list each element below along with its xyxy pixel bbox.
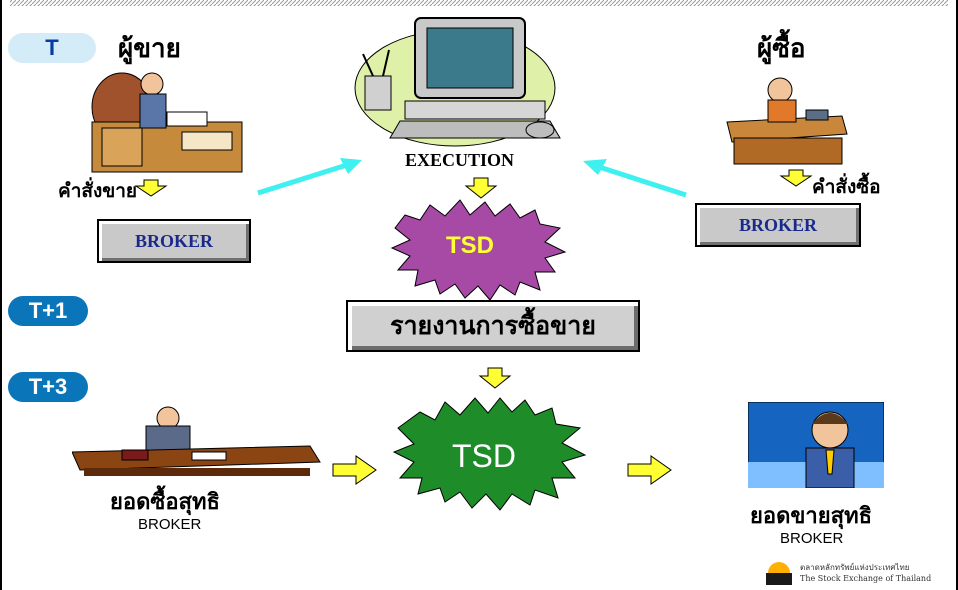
buyer-order-label: คำสั่งซื้อ <box>812 176 881 198</box>
seller-broker-box: BROKER <box>97 219 251 263</box>
buyer-title: ผู้ซื้อ <box>757 34 806 64</box>
seller-order-label: คำสั่งขาย <box>58 180 138 202</box>
net-sell-broker: BROKER <box>780 530 844 547</box>
computer-clipart <box>354 17 561 147</box>
trade-report-box: รายงานการซื้อขาย <box>346 300 640 352</box>
broker-desk-clipart <box>72 406 321 476</box>
timeline-t3-label: T+3 <box>28 374 68 399</box>
seller-title: ผู้ขาย <box>118 34 181 64</box>
timeline-t1-badge: T+1 <box>8 296 88 326</box>
net-buy-title: ยอดซื้อสุทธิ <box>110 490 220 515</box>
net-sell-title: ยอดขายสุทธิ <box>750 504 873 529</box>
set-logo-icon <box>766 562 792 585</box>
tsd-bottom-label: TSD <box>452 438 516 474</box>
buyer-broker-box: BROKER <box>695 203 861 247</box>
logo-english-text: The Stock Exchange of Thailand <box>800 574 932 583</box>
top-border <box>10 0 948 6</box>
buyer-phone-clipart <box>726 77 848 165</box>
timeline-t-label: T <box>45 35 59 60</box>
tsd-top-label: TSD <box>446 232 494 259</box>
seller-broker-label: BROKER <box>134 231 213 251</box>
execution-label: EXECUTION <box>405 150 515 170</box>
seller-desk-clipart <box>91 72 243 173</box>
trade-report-label: รายงานการซื้อขาย <box>390 311 596 340</box>
net-buy-broker: BROKER <box>138 516 202 533</box>
logo-thai-text: ตลาดหลักทรัพย์แห่งประเทศไทย <box>800 563 910 572</box>
businessman-portrait-clipart <box>748 402 884 488</box>
timeline-t-badge: T <box>8 33 96 63</box>
buyer-broker-label: BROKER <box>738 215 817 235</box>
timeline-t1-label: T+1 <box>28 298 68 323</box>
timeline-t3-badge: T+3 <box>8 372 88 402</box>
